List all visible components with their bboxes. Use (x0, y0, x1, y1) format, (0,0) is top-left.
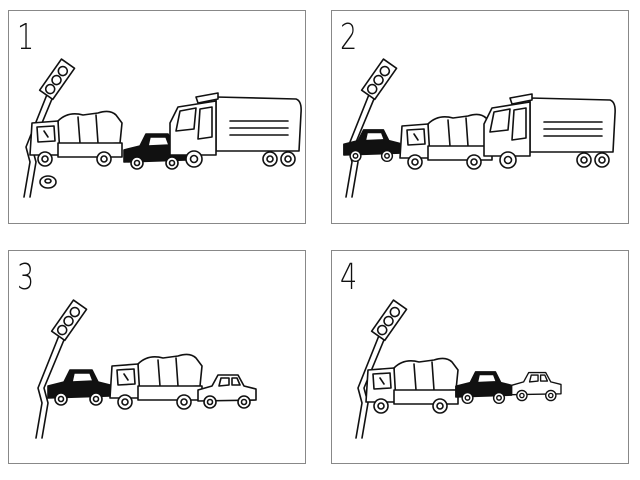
panel-2-scene (343, 58, 616, 198)
panel-3-scene (35, 299, 257, 439)
panel-4: 4 (331, 250, 629, 464)
covered-truck (109, 353, 203, 410)
traffic-light-pole (345, 58, 398, 198)
panel-4-scene (355, 299, 562, 439)
panel-number: 2 (340, 17, 358, 58)
covered-truck (399, 113, 493, 170)
box-truck (169, 92, 302, 168)
loose-tire (39, 175, 57, 189)
panel-number: 1 (17, 17, 35, 58)
white-car (511, 371, 562, 402)
box-truck (483, 93, 616, 169)
black-car (455, 371, 513, 405)
panel-1-scene (23, 58, 302, 198)
white-car (197, 374, 257, 409)
panel-number: 4 (340, 257, 358, 298)
panel-number: 3 (17, 257, 35, 298)
traffic-light-pole (35, 299, 88, 439)
